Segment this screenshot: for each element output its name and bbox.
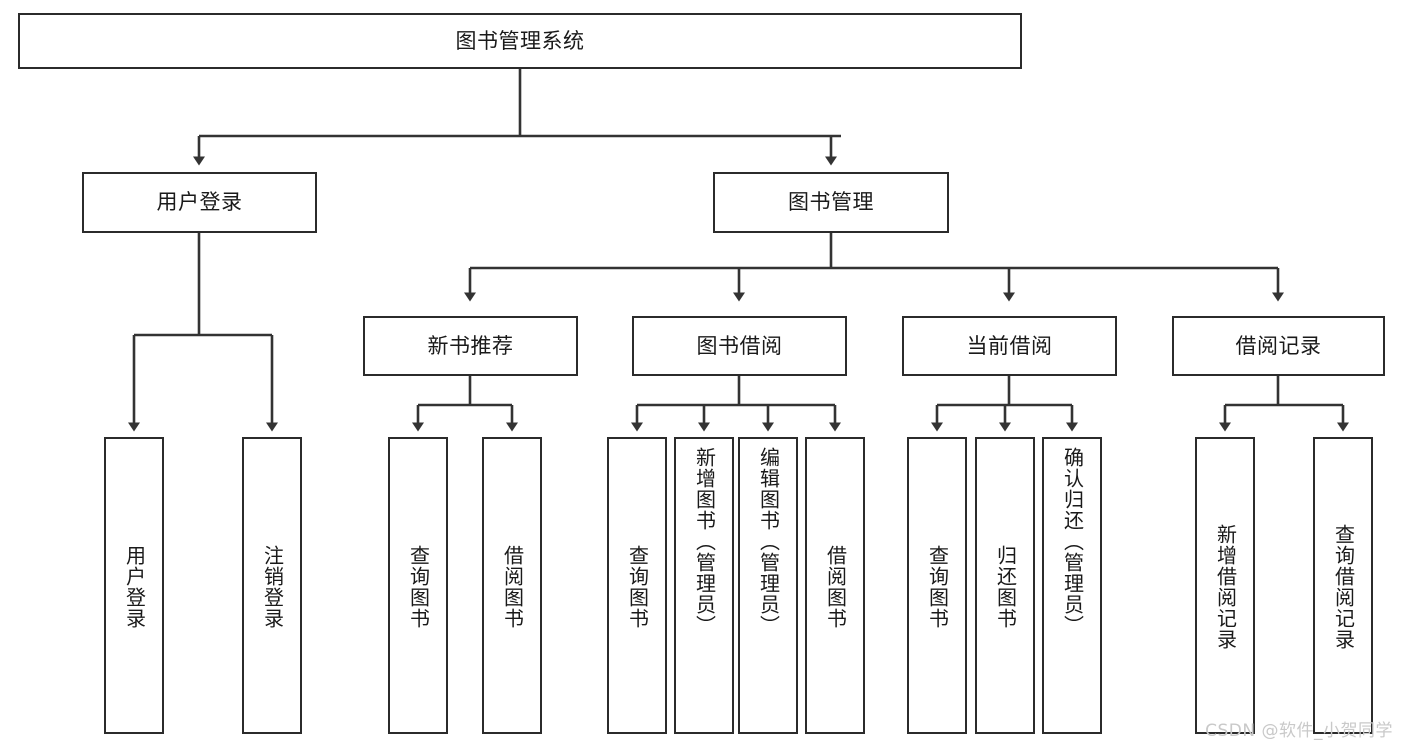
leaf-book-borrow-edit[interactable]: 编辑图书（管理员） (738, 437, 798, 734)
node-new-book-recommend-label: 新书推荐 (427, 333, 514, 358)
leaf-book-borrow-borrow[interactable]: 借阅图书 (805, 437, 865, 734)
node-new-book-recommend[interactable]: 新书推荐 (363, 316, 578, 376)
node-current-borrow[interactable]: 当前借阅 (902, 316, 1117, 376)
leaf-user-login-signin-label: 用户登录 (122, 544, 147, 629)
leaf-current-borrow-return-label: 归还图书 (993, 544, 1018, 629)
leaf-new-book-search-label: 查询图书 (406, 544, 431, 629)
leaf-book-borrow-borrow-label: 借阅图书 (823, 544, 848, 629)
leaf-new-book-borrow[interactable]: 借阅图书 (482, 437, 542, 734)
node-book-borrow-label: 图书借阅 (696, 333, 783, 358)
node-user-login-label: 用户登录 (156, 190, 243, 215)
connectors-new-book (412, 376, 518, 432)
connectors-borrow-record (1219, 376, 1349, 432)
leaf-borrow-record-add[interactable]: 新增借阅记录 (1195, 437, 1255, 734)
leaf-new-book-search[interactable]: 查询图书 (388, 437, 448, 734)
leaf-current-borrow-confirm-label: 确认归还（管理员） (1060, 447, 1085, 636)
node-borrow-record-label: 借阅记录 (1235, 333, 1322, 358)
leaf-borrow-record-search-label: 查询借阅记录 (1331, 523, 1356, 650)
leaf-user-login-signout[interactable]: 注销登录 (242, 437, 302, 734)
leaf-current-borrow-confirm[interactable]: 确认归还（管理员） (1042, 437, 1102, 734)
leaf-borrow-record-search[interactable]: 查询借阅记录 (1313, 437, 1373, 734)
leaf-book-borrow-add-label: 新增图书（管理员） (692, 447, 717, 636)
leaf-user-login-signout-label: 注销登录 (260, 544, 285, 629)
node-book-borrow[interactable]: 图书借阅 (632, 316, 847, 376)
node-book-manage-label: 图书管理 (788, 190, 874, 215)
leaf-current-borrow-search[interactable]: 查询图书 (907, 437, 967, 734)
connectors-user-login (128, 233, 278, 432)
leaf-borrow-record-add-label: 新增借阅记录 (1213, 523, 1238, 650)
leaf-current-borrow-search-label: 查询图书 (925, 544, 950, 629)
leaf-book-borrow-search-label: 查询图书 (625, 544, 650, 629)
connectors-root (193, 69, 841, 166)
leaf-book-borrow-search[interactable]: 查询图书 (607, 437, 667, 734)
node-root-system[interactable]: 图书管理系统 (18, 13, 1022, 69)
leaf-book-borrow-add[interactable]: 新增图书（管理员） (674, 437, 734, 734)
connectors-book-manage (464, 233, 1284, 302)
node-user-login[interactable]: 用户登录 (82, 172, 317, 233)
leaf-current-borrow-return[interactable]: 归还图书 (975, 437, 1035, 734)
connectors-current-borrow (931, 376, 1078, 432)
node-current-borrow-label: 当前借阅 (966, 333, 1053, 358)
leaf-book-borrow-edit-label: 编辑图书（管理员） (756, 447, 781, 636)
node-root-system-label: 图书管理系统 (455, 28, 585, 53)
node-book-manage[interactable]: 图书管理 (713, 172, 949, 233)
connectors-book-borrow (631, 376, 841, 432)
leaf-new-book-borrow-label: 借阅图书 (500, 544, 525, 629)
node-borrow-record[interactable]: 借阅记录 (1172, 316, 1385, 376)
leaf-user-login-signin[interactable]: 用户登录 (104, 437, 164, 734)
